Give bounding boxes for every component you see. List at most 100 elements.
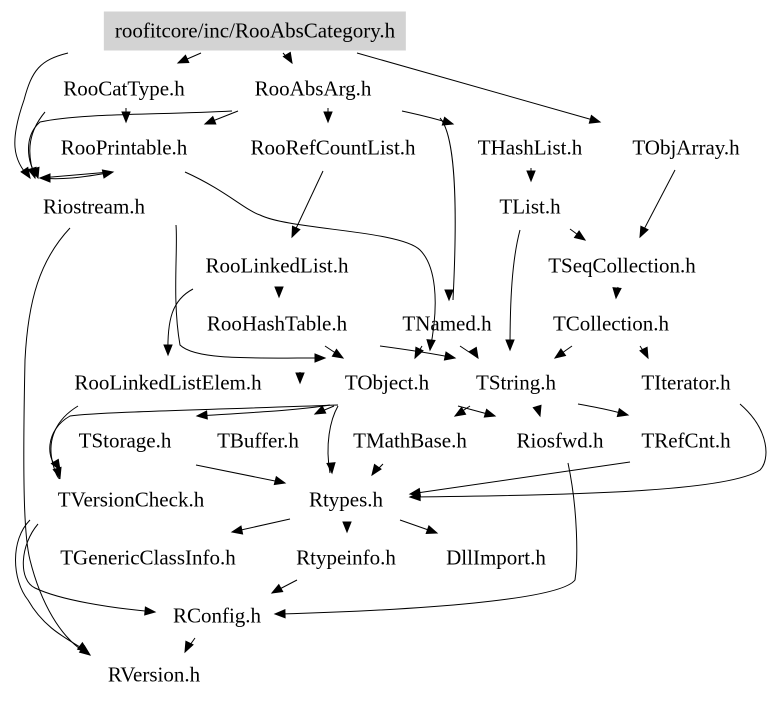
edge-riosfwd-to-rconfig: [273, 462, 578, 619]
node-roorefcountlist[interactable]: RooRefCountList.h: [250, 135, 416, 160]
arrowhead-icon: [588, 114, 602, 124]
node-tstring[interactable]: TString.h: [476, 370, 556, 395]
arrowhead-icon: [408, 487, 422, 498]
edge-line: [175, 224, 321, 359]
edge-rconfig-to-rversion: [184, 637, 196, 654]
arrowhead-icon: [323, 111, 333, 124]
node-rtypes[interactable]: Rtypes.h: [308, 487, 384, 512]
node-tobject[interactable]: TObject.h: [344, 370, 430, 395]
arrowhead-icon: [441, 116, 455, 126]
arrowhead-icon: [274, 286, 284, 299]
node-rooprintable[interactable]: RooPrintable.h: [60, 135, 188, 160]
edge-roolinkedlist-to-roohashtable: [274, 286, 284, 299]
arrowhead-icon: [203, 115, 217, 125]
arrowhead-icon: [426, 339, 436, 352]
edge-tcollection-to-tstring: [553, 345, 573, 359]
edge-rtypeinfo-to-rconfig: [270, 579, 298, 594]
node-roolinkedlistelem[interactable]: RooLinkedListElem.h: [74, 370, 262, 395]
edge-rooabsarg-to-tnamed: [439, 117, 456, 302]
node-roocattype[interactable]: RooCatType.h: [63, 76, 185, 101]
arrowhead-icon: [273, 475, 287, 486]
arrowhead-icon: [443, 351, 457, 361]
edge-tstring-to-tmathbase: [453, 405, 471, 417]
edge-line: [28, 110, 233, 179]
edge-rtypes-to-dllimport: [399, 519, 439, 535]
edge-line: [23, 227, 91, 656]
edge-roorefcountlist-to-roolinkedlist: [291, 170, 324, 239]
node-riostream[interactable]: Riostream.h: [42, 194, 146, 219]
node-dllimport[interactable]: DllImport.h: [446, 545, 546, 570]
node-tlist[interactable]: TList.h: [499, 194, 561, 219]
node-riosfwd[interactable]: Riosfwd.h: [516, 428, 604, 453]
node-rconfig[interactable]: RConfig.h: [172, 603, 262, 628]
node-tnamed[interactable]: TNamed.h: [402, 311, 492, 336]
node-tstorage[interactable]: TStorage.h: [78, 428, 172, 453]
edge-line: [509, 229, 521, 351]
node-trefcnt[interactable]: TRefCnt.h: [641, 428, 731, 453]
node-tobjarray[interactable]: TObjArray.h: [632, 135, 740, 160]
node-rooabsarg[interactable]: RooAbsArg.h: [254, 76, 372, 101]
arrowhead-icon: [612, 287, 622, 300]
arrowhead-icon: [195, 410, 208, 420]
node-roohashtable[interactable]: RooHashTable.h: [206, 311, 348, 336]
node-tbuffer[interactable]: TBuffer.h: [217, 428, 299, 453]
edge-riostream-to-rooprintable: [39, 169, 115, 180]
edge-line: [356, 52, 601, 123]
edge-line: [291, 170, 324, 238]
arrowhead-icon: [553, 348, 567, 359]
edge-line: [50, 405, 79, 480]
node-tmathbase[interactable]: TMathBase.h: [353, 428, 467, 453]
edge-rooprintable-to-tstring: [184, 171, 436, 352]
node-root[interactable]: roofitcore/inc/RooAbsCategory.h: [103, 11, 407, 51]
edge-rooabsarg-to-roorefcountlist: [323, 108, 333, 124]
edge-tversioncheck-to-rconfig: [22, 523, 157, 616]
edge-tobject-to-riosfwd: [457, 405, 497, 418]
arrowhead-icon: [331, 348, 345, 359]
edge-tmathbase-to-rtypes: [371, 463, 384, 477]
node-roolinkedlist[interactable]: RooLinkedList.h: [205, 253, 349, 278]
edge-roolinkedlist-to-tobject: [175, 224, 327, 363]
node-rtypeinfo[interactable]: Rtypeinfo.h: [296, 545, 396, 570]
edge-rooabsarg-to-thashlist: [401, 110, 455, 126]
arrowhead-icon: [291, 225, 301, 239]
arrowhead-icon: [371, 463, 382, 477]
arrowhead-icon: [282, 51, 293, 65]
edge-line: [39, 171, 111, 179]
node-titerator[interactable]: TIterator.h: [641, 370, 731, 395]
edge-rtypes-to-rtypeinfo: [342, 521, 352, 534]
arrowhead-icon: [76, 641, 90, 653]
edge-tobject-to-tbuffer: [313, 405, 335, 415]
edge-line: [22, 523, 156, 613]
arrowhead-icon: [453, 406, 467, 417]
arrowhead-icon: [526, 170, 536, 183]
arrowhead-icon: [101, 169, 115, 179]
edge-root-to-rooabsarg: [282, 51, 293, 65]
edge-tnamed-to-tstring: [459, 345, 479, 360]
arrowhead-icon: [230, 525, 244, 535]
arrowhead-icon: [20, 166, 31, 180]
node-thashlist[interactable]: THashList.h: [477, 135, 583, 160]
node-tcollection[interactable]: TCollection.h: [552, 311, 670, 336]
edge-rtypes-to-tgenericclassinfo: [230, 518, 291, 535]
edge-line: [195, 464, 286, 484]
arrowhead-icon: [273, 609, 286, 619]
node-tversioncheck[interactable]: TVersionCheck.h: [57, 487, 205, 512]
arrowhead-icon: [30, 166, 40, 180]
arrowhead-icon: [121, 111, 131, 124]
edge-tstring-to-trefcnt: [577, 403, 630, 418]
edge-rooabsarg-to-rooprintable: [203, 110, 239, 125]
edge-tversioncheck-to-rversion: [15, 519, 90, 653]
edge-line: [15, 519, 89, 653]
node-tgenericclassinfo[interactable]: TGenericClassInfo.h: [60, 545, 236, 570]
arrowhead-icon: [144, 606, 157, 616]
arrowhead-icon: [314, 353, 327, 363]
arrowhead-icon: [505, 339, 515, 352]
edge-roohashtable-to-tobject: [324, 345, 345, 359]
arrowhead-icon: [425, 525, 439, 535]
arrowhead-icon: [444, 289, 454, 302]
node-tseqcollection[interactable]: TSeqCollection.h: [548, 253, 696, 278]
edge-line: [49, 404, 339, 471]
node-rversion[interactable]: RVersion.h: [107, 662, 201, 687]
